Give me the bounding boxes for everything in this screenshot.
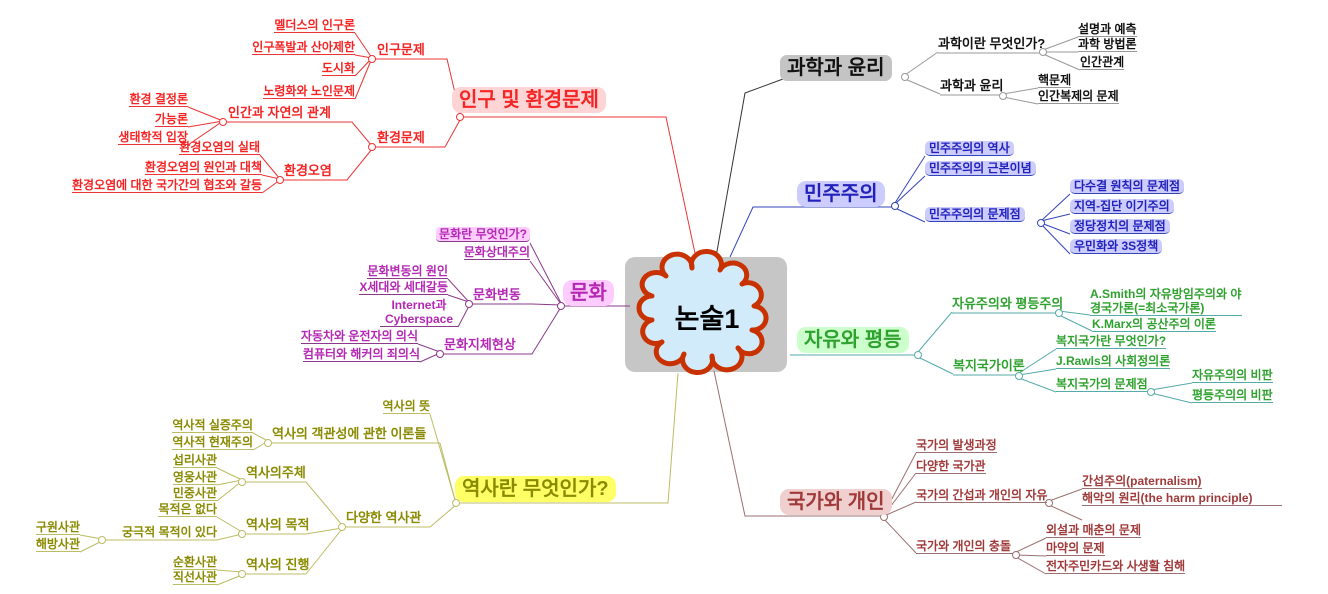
node-population-6[interactable]: 인간과 자연의 관계 — [228, 105, 331, 120]
node-democracy-1[interactable]: 민주주의의 근본이념 — [925, 161, 1036, 176]
cloud-shape — [636, 249, 769, 375]
democracy-title[interactable]: 민주주의 — [797, 181, 885, 207]
node-history-7[interactable]: 영웅사관 — [172, 470, 217, 485]
center-topic[interactable]: 논술1 — [674, 304, 740, 334]
node-history-4[interactable]: 다양한 역사관 — [346, 510, 422, 525]
node-state-0[interactable]: 국가의 발생과정 — [916, 438, 997, 453]
population-branch-lines — [187, 32, 697, 259]
node-culture-4[interactable]: X세대와 세대갈등 — [359, 280, 448, 295]
node-freedom-4[interactable]: 복지국가란 무엇인가? — [1056, 334, 1167, 349]
node-history-1[interactable]: 역사의 객관성에 관한 이론들 — [272, 426, 427, 441]
node-population-1[interactable]: 멜더스의 인구론 — [274, 18, 355, 33]
node-science-0[interactable]: 과학이란 무엇인가? — [938, 36, 1046, 51]
node-history-5[interactable]: 역사의주체 — [246, 465, 306, 480]
node-culture-6[interactable]: 문화지체현상 — [444, 337, 516, 352]
node-population-0[interactable]: 인구문제 — [377, 42, 425, 57]
culture-title[interactable]: 문화 — [563, 280, 614, 306]
node-science-3[interactable]: 인간관계 — [1080, 55, 1125, 70]
state-title[interactable]: 국가와 개인 — [780, 489, 892, 515]
population-title[interactable]: 인구 및 환경문제 — [452, 87, 606, 113]
node-freedom-7[interactable]: 자유주의의 비판 — [1192, 368, 1273, 383]
node-culture-2[interactable]: 문화변동 — [473, 287, 521, 302]
node-science-6[interactable]: 인간복제의 문제 — [1038, 89, 1119, 104]
node-science-5[interactable]: 핵문제 — [1038, 73, 1072, 88]
node-culture-7[interactable]: 자동차와 운전자의 의식 — [300, 329, 418, 344]
node-freedom-6[interactable]: 복지국가의 문제점 — [1056, 377, 1148, 392]
science-title[interactable]: 과학과 윤리 — [780, 55, 892, 81]
node-state-2[interactable]: 국가의 간섭과 개인의 자유 — [916, 488, 1048, 503]
node-freedom-2[interactable]: K.Marx의 공산주의 이론 — [1092, 317, 1216, 332]
node-culture-3[interactable]: 문화변동의 원인 — [367, 264, 448, 279]
node-population-8[interactable]: 가능론 — [154, 112, 188, 127]
node-democracy-6[interactable]: 우민화와 3S정책 — [1070, 239, 1163, 254]
node-freedom-8[interactable]: 평등주의의 비판 — [1192, 388, 1273, 403]
node-history-2[interactable]: 역사적 실증주의 — [172, 418, 253, 433]
history-branch-lines — [79, 372, 679, 586]
node-state-8[interactable]: 전자주민카드와 사생활 침해 — [1046, 559, 1186, 574]
node-culture-1[interactable]: 문화상대주의 — [463, 245, 530, 260]
node-democracy-2[interactable]: 민주주의의 문제점 — [925, 207, 1025, 222]
democracy-branch-lines — [729, 155, 1071, 258]
node-history-12[interactable]: 구원사관 — [35, 520, 80, 535]
node-population-11[interactable]: 환경오염의 실태 — [179, 140, 260, 155]
node-democracy-5[interactable]: 정당정치의 문제점 — [1070, 219, 1170, 234]
node-state-7[interactable]: 마약의 문제 — [1046, 541, 1105, 556]
node-population-12[interactable]: 환경오염의 원인과 대책 — [144, 160, 262, 175]
node-state-6[interactable]: 외설과 매춘의 문제 — [1046, 523, 1141, 538]
node-population-13[interactable]: 환경오염에 대한 국가간의 협조와 갈등 — [72, 178, 262, 193]
node-history-3[interactable]: 역사적 현재주의 — [172, 435, 253, 450]
node-history-14[interactable]: 역사의 진행 — [246, 557, 310, 572]
node-history-6[interactable]: 섭리사관 — [172, 453, 217, 468]
node-state-1[interactable]: 다양한 국가관 — [916, 459, 986, 474]
science-branch-lines — [715, 36, 1081, 258]
node-democracy-4[interactable]: 지역-집단 이기주의 — [1070, 199, 1174, 214]
node-state-4[interactable]: 해악의 원리(the harm principle) — [1082, 491, 1282, 506]
node-freedom-3[interactable]: 복지국가이론 — [953, 358, 1025, 373]
culture-branch-lines — [417, 242, 630, 363]
node-history-0[interactable]: 역사의 뜻 — [382, 399, 430, 414]
node-history-16[interactable]: 직선사관 — [172, 570, 217, 585]
history-title[interactable]: 역사란 무엇인가? — [455, 476, 616, 502]
node-science-4[interactable]: 과학과 윤리 — [940, 78, 1004, 93]
node-population-2[interactable]: 인구폭발과 산아제한 — [252, 40, 355, 55]
node-state-3[interactable]: 간섭주의(paternalism) — [1082, 474, 1202, 489]
node-freedom-0[interactable]: 자유주의와 평등주의 — [952, 296, 1064, 311]
node-culture-0[interactable]: 문화란 무엇인가? — [436, 227, 530, 242]
node-population-4[interactable]: 노령화와 노인문제 — [263, 84, 355, 99]
node-population-3[interactable]: 도시화 — [321, 61, 355, 76]
freedom-branch-lines — [790, 309, 1193, 404]
node-culture-5[interactable]: Internet과 Cyberspace — [380, 298, 458, 327]
node-population-10[interactable]: 환경오염 — [284, 163, 332, 178]
node-science-2[interactable]: 과학 방법론 — [1078, 37, 1137, 52]
node-population-7[interactable]: 환경 결정론 — [129, 92, 188, 107]
node-state-5[interactable]: 국가와 개인의 충돌 — [916, 539, 1013, 554]
node-history-10[interactable]: 목적은 없다 — [158, 502, 217, 517]
state-branch-lines — [713, 370, 1083, 575]
node-democracy-3[interactable]: 다수결 원칙의 문제점 — [1070, 179, 1185, 194]
node-freedom-5[interactable]: J.Rawls의 사회정의론 — [1056, 354, 1171, 369]
freedom-title[interactable]: 자유와 평등 — [797, 327, 909, 353]
node-history-11[interactable]: 궁극적 목적이 있다 — [122, 525, 217, 539]
node-history-9[interactable]: 역사의 목적 — [246, 517, 310, 532]
node-freedom-1[interactable]: A.Smith의 자유방임주의와 야경국가론(=최소국가론) — [1090, 287, 1242, 316]
node-culture-8[interactable]: 컴퓨터와 해커의 죄의식 — [302, 347, 420, 362]
node-democracy-0[interactable]: 민주주의의 역사 — [925, 141, 1014, 156]
node-history-8[interactable]: 민중사관 — [172, 486, 217, 501]
node-population-5[interactable]: 환경문제 — [377, 130, 425, 145]
node-history-13[interactable]: 해방사관 — [35, 537, 80, 552]
node-science-1[interactable]: 설명과 예측 — [1078, 22, 1137, 37]
node-population-9[interactable]: 생태학적 입장 — [118, 130, 188, 145]
node-history-15[interactable]: 순환사관 — [172, 555, 217, 570]
